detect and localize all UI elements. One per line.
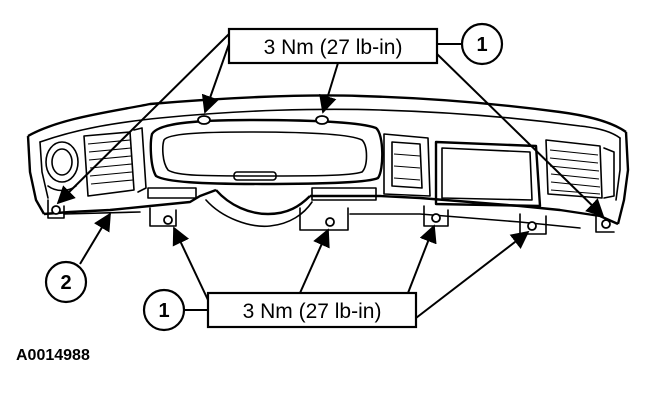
instrument-panel — [26, 94, 630, 235]
figure-id: A0014988 — [16, 347, 90, 364]
right-vent-louvers — [549, 149, 601, 195]
top-callout-number: 1 — [476, 34, 487, 56]
bottom-callout-number: 1 — [158, 300, 169, 322]
panel-callout: 2 — [44, 212, 111, 304]
screw-icon — [51, 115, 611, 231]
top-torque-label: 3 Nm (27 lb-in) — [264, 36, 403, 59]
left-vent-louvers — [87, 139, 134, 185]
panel-callout-number: 2 — [60, 272, 71, 294]
bottom-torque-label: 3 Nm (27 lb-in) — [243, 300, 382, 323]
top-torque-callout: 3 Nm (27 lb-in) 1 — [56, 22, 605, 218]
bottom-torque-callout: 3 Nm (27 lb-in) 1 — [142, 224, 530, 332]
